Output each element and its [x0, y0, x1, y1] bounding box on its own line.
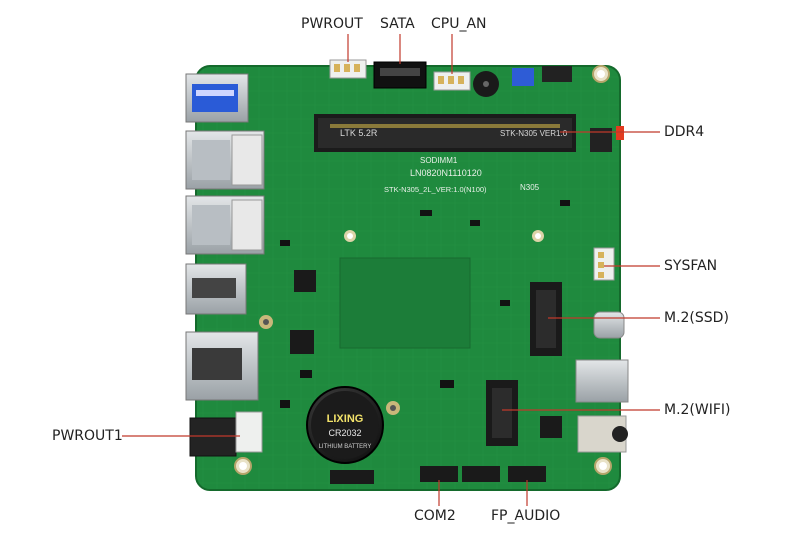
label-fp-audio: FP_AUDIO	[491, 508, 561, 524]
cpu-area	[339, 257, 471, 349]
label-pwrout: PWROUT	[301, 16, 363, 32]
battery-type: LITHIUM BATTERY	[319, 444, 372, 450]
com2-header	[420, 466, 458, 482]
cpu-silkscreen: N305	[520, 183, 540, 192]
lot-silkscreen: LN0820N1110120	[410, 168, 482, 178]
blue-jumper	[512, 68, 534, 86]
m2-wifi-slot	[486, 380, 518, 446]
sodimm-slot: LTK 5.2R STK-N305 VER1.0	[314, 114, 576, 152]
battery-brand: LIXING	[327, 413, 364, 425]
lan-port-2	[185, 195, 265, 255]
battery-model: CR2032	[328, 428, 361, 438]
label-m2-wifi: M.2(WIFI)	[664, 402, 731, 418]
label-ddr4: DDR4	[664, 124, 705, 140]
label-m2-ssd: M.2(SSD)	[664, 310, 729, 326]
label-cpu-fan: CPU_AN	[431, 16, 487, 32]
cmos-battery: LIXING CR2032 LITHIUM BATTERY	[306, 386, 384, 464]
label-sata: SATA	[380, 16, 415, 32]
dc-jack	[189, 411, 263, 457]
usb3-port-top	[185, 73, 249, 123]
audio-jack	[577, 415, 628, 453]
usb-port-right	[575, 359, 629, 403]
lan-port-1	[185, 130, 265, 190]
slot-silkscreen: SODIMM1	[420, 156, 458, 165]
ram-text: LTK 5.2R	[340, 128, 378, 138]
pwrout-connector	[329, 59, 367, 79]
label-com2: COM2	[414, 508, 456, 524]
side-code-silkscreen: STK-N305_2L_VER:1.0(N100)	[384, 185, 487, 194]
sysfan-connector	[593, 247, 615, 281]
sata-connector	[373, 61, 427, 89]
cpu-fan-connector	[433, 71, 471, 91]
label-sysfan: SYSFAN	[664, 258, 718, 274]
m2-ssd-slot	[530, 282, 562, 356]
callout-lines	[122, 34, 660, 506]
usb-c-port	[593, 311, 625, 339]
red-led	[616, 126, 624, 140]
model-text: STK-N305 VER1.0	[500, 129, 568, 138]
fp-audio-header	[508, 466, 546, 482]
hdmi-port	[185, 263, 247, 315]
label-pwrout1: PWROUT1	[52, 428, 123, 444]
displayport	[185, 331, 259, 401]
